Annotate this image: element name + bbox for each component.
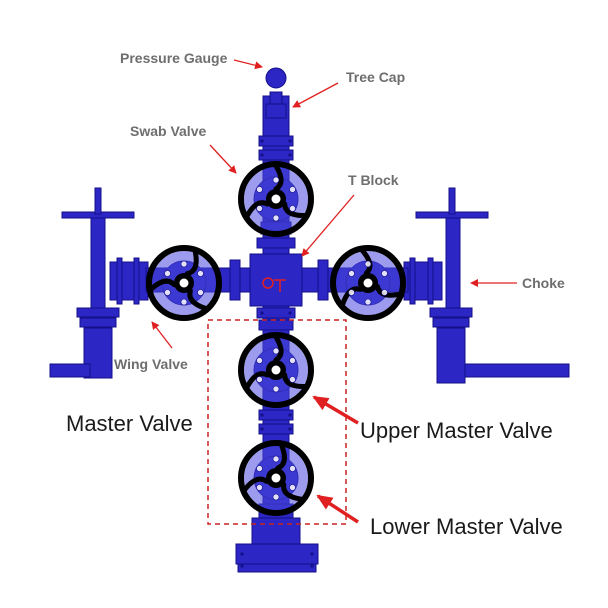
arrow-lower-master-valve bbox=[316, 494, 359, 524]
handwheel-bolt bbox=[256, 465, 263, 472]
handwheel-bolt bbox=[289, 186, 296, 193]
left-choke-assembly bbox=[49, 187, 149, 379]
t-block-marking bbox=[262, 277, 286, 292]
handwheel-bolt bbox=[272, 493, 280, 501]
right-wing-valve-handwheel bbox=[330, 245, 406, 321]
handwheel-spoke bbox=[275, 443, 287, 471]
handwheel-bolt bbox=[289, 484, 296, 491]
handwheel-bolt bbox=[364, 260, 372, 268]
handwheel-bolt bbox=[197, 289, 204, 296]
wing-valve-label: Wing Valve bbox=[114, 356, 188, 372]
left-wing-valve-handwheel bbox=[146, 245, 222, 321]
handwheel-bolt bbox=[348, 270, 355, 277]
handwheel-spoke bbox=[273, 334, 284, 363]
t-block-label: T Block bbox=[348, 172, 399, 188]
tree-cap-and-gauge bbox=[265, 67, 287, 119]
handwheel-bolt bbox=[197, 270, 204, 277]
swab-valve-handwheel bbox=[238, 161, 314, 237]
pressure-gauge-label: Pressure Gauge bbox=[120, 50, 228, 66]
swab-valve-label: Swab Valve bbox=[130, 123, 207, 139]
lower-master-valve-handwheel bbox=[238, 440, 314, 516]
handwheel-bolt bbox=[272, 176, 280, 184]
handwheel-bolt bbox=[256, 357, 263, 364]
handwheel-bolt bbox=[164, 270, 171, 277]
handwheel-bolt bbox=[256, 376, 263, 383]
handwheel-bolt bbox=[164, 289, 171, 296]
lower-master-valve-label: Lower Master Valve bbox=[370, 514, 563, 539]
handwheel-bolt bbox=[381, 270, 388, 277]
arrow-pressure-gauge bbox=[233, 59, 263, 70]
handwheel-spoke bbox=[282, 201, 308, 219]
handwheel-bolt bbox=[272, 455, 280, 463]
arrow-tree-cap bbox=[292, 82, 339, 108]
handwheel-bolt bbox=[180, 298, 188, 306]
handwheel-spoke bbox=[149, 278, 177, 292]
callout-arrows bbox=[151, 59, 517, 524]
right-choke-assembly bbox=[403, 187, 570, 384]
handwheel-spoke bbox=[281, 481, 304, 502]
handwheel-bolt bbox=[272, 347, 280, 355]
arrow-swab-valve bbox=[209, 144, 237, 174]
handwheel-spoke bbox=[282, 372, 308, 390]
handwheel-bolt bbox=[272, 214, 280, 222]
handwheel-hub-center bbox=[179, 278, 189, 288]
handwheel-spoke bbox=[273, 163, 284, 192]
handwheel-hub-center bbox=[271, 473, 281, 483]
handwheel-bolt bbox=[180, 260, 188, 268]
handwheel-spoke bbox=[184, 249, 199, 277]
handwheel-hub-center bbox=[271, 365, 281, 375]
upper-master-valve-handwheel bbox=[238, 332, 314, 408]
handwheel-spoke bbox=[187, 288, 208, 311]
handwheel-spoke bbox=[244, 200, 270, 218]
handwheel-bolt bbox=[364, 298, 372, 306]
handwheel-hub-center bbox=[363, 278, 373, 288]
handwheels bbox=[146, 161, 406, 516]
master-valve-label: Master Valve bbox=[66, 411, 193, 436]
bolt-dots bbox=[240, 139, 314, 568]
upper-master-valve-label: Upper Master Valve bbox=[360, 418, 553, 443]
arrow-wing-valve bbox=[151, 321, 173, 349]
handwheel-bolt bbox=[272, 385, 280, 393]
handwheel-bolt bbox=[348, 289, 355, 296]
handwheel-spoke bbox=[242, 476, 270, 492]
handwheel-bolt bbox=[289, 205, 296, 212]
handwheel-bolt bbox=[381, 289, 388, 296]
handwheel-spoke bbox=[244, 371, 270, 389]
choke-label: Choke bbox=[522, 275, 565, 291]
handwheel-bolt bbox=[289, 465, 296, 472]
handwheel-bolt bbox=[256, 484, 263, 491]
handwheel-bolt bbox=[256, 205, 263, 212]
handwheel-bolt bbox=[289, 357, 296, 364]
arrow-t-block bbox=[301, 194, 355, 257]
handwheel-bolt bbox=[289, 376, 296, 383]
handwheel-bolt bbox=[256, 186, 263, 193]
handwheel-hub-center bbox=[271, 194, 281, 204]
arrow-upper-master-valve bbox=[312, 395, 359, 425]
tree-cap-label: Tree Cap bbox=[346, 69, 406, 85]
